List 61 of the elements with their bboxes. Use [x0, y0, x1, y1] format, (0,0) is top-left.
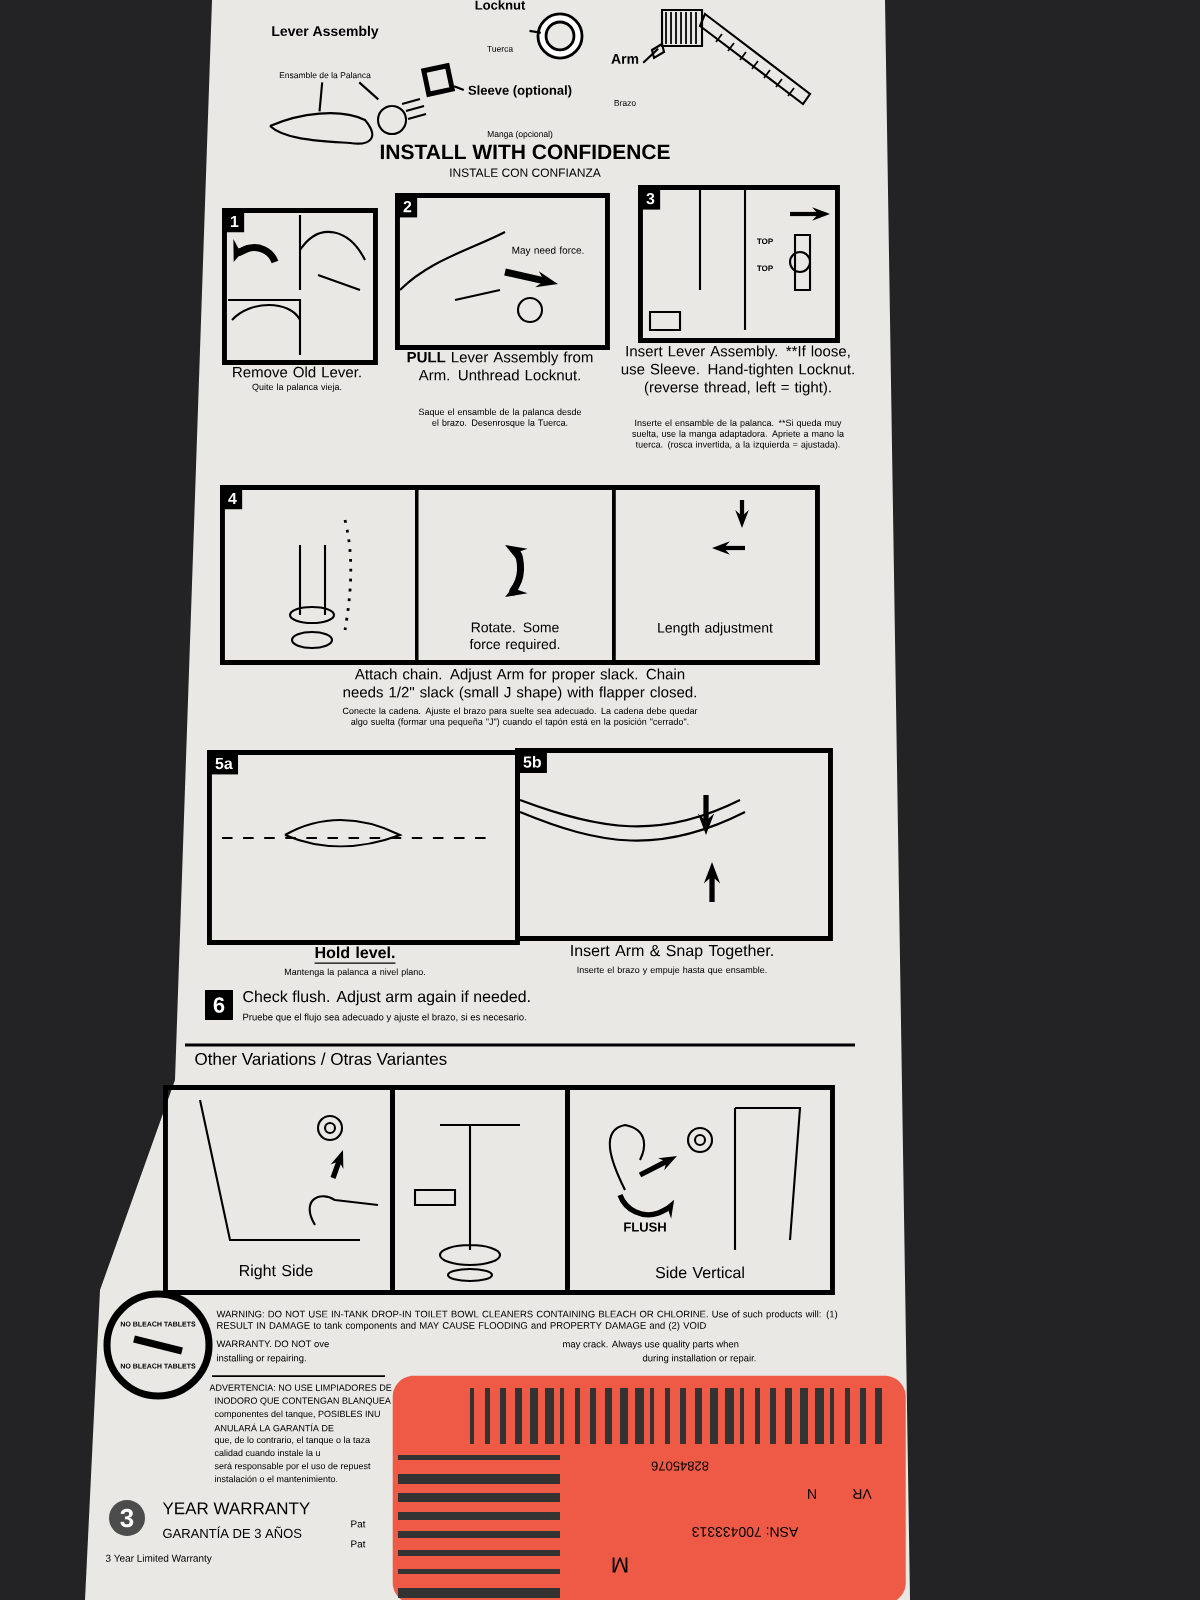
leader-line [358, 81, 379, 101]
instruction-text: Conecte la cadena. Ajuste el brazo para suelte sea adecuado. La cadena debe quedar algo suelta (formar una pequeña "J") cuando el tapón está en la posición "cerrado". [342, 707, 698, 727]
leader-line [453, 85, 465, 92]
sticker-text: M [612, 1557, 628, 1573]
panel-text: TOP [756, 238, 773, 245]
part-label: Locknut Tuerca [475, 0, 526, 52]
panel-text: Rotate. Some force required. [469, 622, 560, 652]
part-label: Lever Assembly Ensamble de la Palanca [272, 25, 379, 79]
instruction-text: Inserte el ensamble de la palanca. **Si queda muy suelta, use la manga adaptadora. Apriete a mano la tuerca. (rosca invertida, a la izquierda = ajustada). [632, 419, 844, 450]
warranty-text: YEAR WARRANTY [162, 1502, 310, 1515]
warning-text: may crack. Always use quality parts when [563, 1340, 739, 1350]
warning-text: during installation or repair. [642, 1354, 756, 1364]
instruction-text: Pruebe que el flujo sea adecuado y ajuste el brazo, si es necesario. [243, 1013, 526, 1023]
leader-line [318, 82, 324, 112]
label-text: Pat [351, 1520, 366, 1528]
warning-text: componentes del tanque, POSIBLES INU [214, 1410, 380, 1419]
panel-text: Length adjustment [658, 622, 773, 636]
instruction-text: Attach chain. Adjust Arm for proper slack. Chain needs 1/2" slack (small J shape) with flapper closed. [343, 668, 696, 701]
instruction-text: PULL Lever Assembly from Arm. Unthread Locknut. [407, 351, 593, 381]
warning-text: INODORO QUE CONTENGAN BLANQUEA [215, 1397, 391, 1406]
warning-text: ANULARÁ LA GARANTÍA DE [214, 1423, 334, 1432]
instruction-text: Insert Arm & Snap Together. [571, 944, 773, 960]
instruction-text: Remove Old Lever. [233, 366, 361, 378]
callout-text: May need force. [512, 246, 584, 256]
part-drawing [268, 112, 374, 145]
instruction-text: Insert Lever Assembly. **If loose, use Sleeve. Hand-tighten Locknut. (reverse thread, left = tight). [621, 345, 854, 396]
sticker-text: ASN: 700433313 [692, 1527, 799, 1537]
instruction-text: Check flush. Adjust arm again if needed. [243, 990, 530, 1006]
instruction-text: Mantenga la palanca a nivel plano. [284, 968, 425, 977]
warning-text: que, de lo contrario, el tanque o la taza [214, 1436, 370, 1445]
panel-text: TOP [756, 265, 773, 272]
warning-text: ADVERTENCIA: NO USE LIMPIADORES DE [209, 1384, 392, 1391]
step-number: 6 [205, 990, 233, 1020]
part-label: Arm Brazo [611, 54, 639, 106]
heading: INSTALL WITH CONFIDENCE [380, 144, 670, 160]
panel-text: Side Vertical [655, 1266, 744, 1279]
instruction-text: Hold level. [313, 946, 397, 964]
warranty-badge: 3 [109, 1500, 145, 1536]
caption: 3 Year Limited Warranty [105, 1554, 212, 1564]
warning-text: WARNING: DO NOT USE IN-TANK DROP-IN TOILET BOWL CLEANERS CONTAINING BLEACH OR CHLORINE. Use of such products will: (1) RESULT IN DAMAGE to tank components and MAY CAUSE FLOODING and PROPERTY DAMAGE and (2) VOID [216, 1310, 838, 1331]
locknut-drawing [536, 12, 584, 60]
sticker-text: VR [852, 1489, 872, 1499]
instruction-text: Quite la palanca vieja. [252, 383, 342, 392]
panel-text: FLUSH [624, 1222, 666, 1232]
part-drawing [650, 8, 812, 106]
instruction-text: Saque el ensamble de la palanca desde el brazo. Desenrosque la Tuerca. [418, 408, 582, 428]
label-text: Pat [351, 1540, 366, 1548]
section-heading: Other Variations / Otras Variantes [195, 1052, 447, 1065]
part-drawing [376, 97, 428, 136]
sticker-text: N [808, 1489, 816, 1499]
warranty-text: GARANTÍA DE 3 AÑOS [163, 1526, 302, 1538]
warning-text: calidad cuando instale la u [214, 1449, 320, 1457]
leader-line [529, 29, 542, 34]
subheading: INSTALE CON CONFIANZA [450, 168, 601, 177]
part-label: Sleeve (optional) Manga (opcional) [468, 85, 572, 139]
leader-line [642, 47, 659, 64]
panel-text: Right Side [240, 1264, 313, 1280]
warning-text: instalación o el mantenimiento. [215, 1475, 338, 1483]
instruction-text: Inserte el brazo y empuje hasta que ensamble. [577, 966, 767, 975]
warning-text: será responsable por el uso de repuest [214, 1462, 371, 1471]
sticker-text: 82845076 [651, 1461, 709, 1471]
